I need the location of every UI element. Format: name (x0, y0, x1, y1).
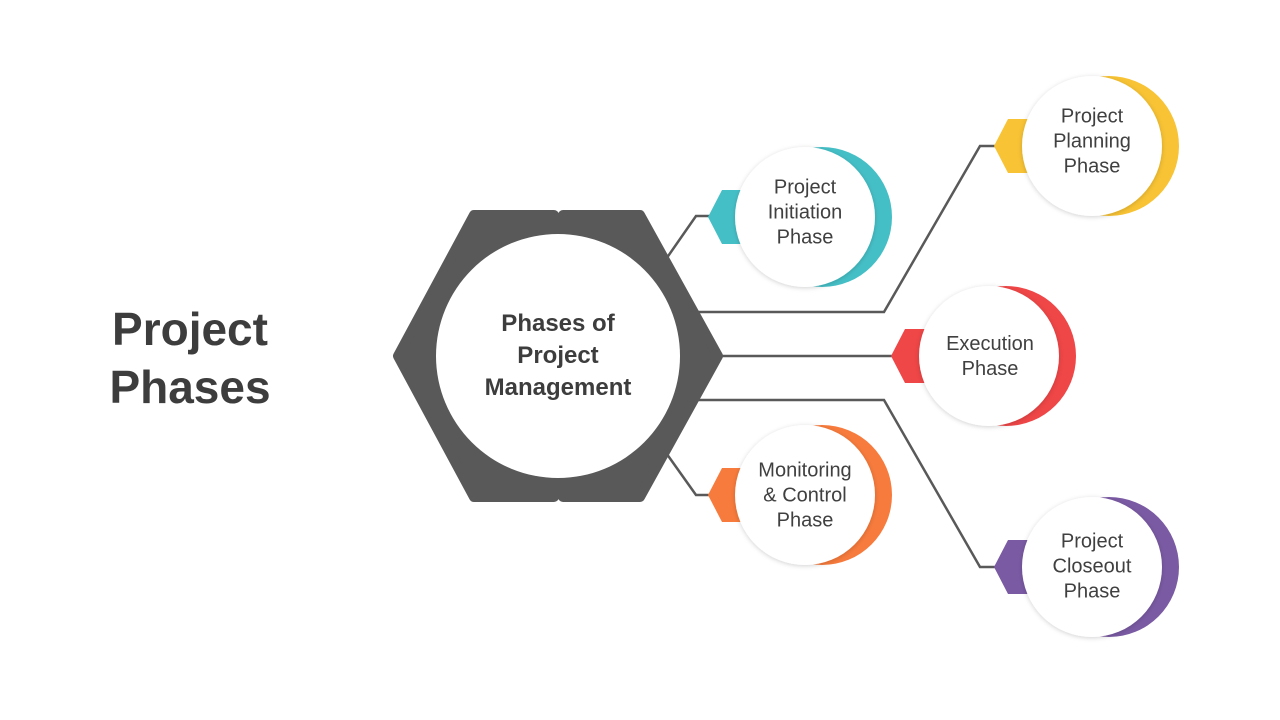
slide-title: Project Phases (60, 300, 320, 416)
node-monitoring (708, 425, 892, 565)
center-circle (436, 234, 680, 478)
label-closeout: Project Closeout Phase (1053, 530, 1132, 605)
label-monitoring-line-1: Monitoring (758, 459, 852, 482)
center-label-line-3: Management (484, 374, 632, 401)
label-initiation-line-1: Project (773, 176, 837, 199)
slide-title-line-2: Phases (109, 361, 271, 413)
center-label-line-1: Phases of (501, 310, 615, 337)
node-closeout (994, 497, 1179, 637)
label-planning-line-3: Phase (1063, 155, 1121, 178)
label-planning-line-2: Planning (1053, 130, 1131, 153)
connector-closeout (694, 398, 998, 569)
connector-monitoring (662, 449, 712, 497)
bubble-planning (1022, 76, 1162, 216)
bubble-monitoring (735, 425, 875, 565)
slide-title-line-1: Project (112, 303, 268, 355)
node-planning (994, 76, 1179, 216)
connector-initiation (662, 214, 712, 263)
label-initiation-line-2: Initiation (767, 201, 843, 224)
center-label-line-2: Project (517, 342, 599, 369)
node-initiation (708, 147, 892, 287)
bubble-execution (919, 286, 1059, 426)
label-monitoring-line-2: & Control (763, 484, 847, 507)
label-monitoring-line-3: Phase (776, 509, 834, 532)
label-closeout-line-1: Project (1060, 530, 1124, 553)
bubble-closeout (1022, 497, 1162, 637)
label-execution-line-1: Execution (946, 333, 1034, 355)
label-planning-line-1: Project (1060, 105, 1124, 128)
center-label: Phases of Project Management (485, 308, 632, 404)
connectors (662, 144, 998, 569)
label-initiation: Project Initiation Phase (768, 176, 843, 251)
label-closeout-line-3: Phase (1063, 580, 1121, 603)
label-planning: Project Planning Phase (1053, 105, 1131, 180)
label-execution: Execution Phase (946, 332, 1034, 382)
label-execution-line-2: Phase (961, 358, 1019, 380)
label-initiation-line-3: Phase (776, 226, 834, 249)
bubble-initiation (735, 147, 875, 287)
label-closeout-line-2: Closeout (1052, 555, 1132, 578)
label-monitoring: Monitoring & Control Phase (758, 459, 851, 534)
center-hexagon (393, 210, 723, 502)
connector-planning (694, 144, 998, 314)
node-execution (891, 286, 1076, 426)
